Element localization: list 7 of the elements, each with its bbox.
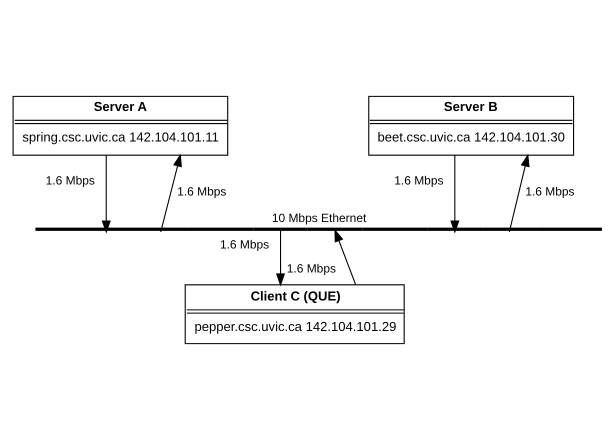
edge-label: 1.6 Mbps — [394, 173, 444, 188]
edge-label: 1.6 Mbps — [286, 260, 336, 275]
edge-label: 1.6 Mbps — [220, 237, 270, 252]
edge-label: 1.6 Mbps — [177, 184, 226, 198]
edge-label: 1.6 Mbps — [46, 173, 95, 188]
node-label: 10 Mbps Ethernet — [272, 210, 366, 224]
edge-label: 1.6 Mbps — [525, 184, 575, 198]
